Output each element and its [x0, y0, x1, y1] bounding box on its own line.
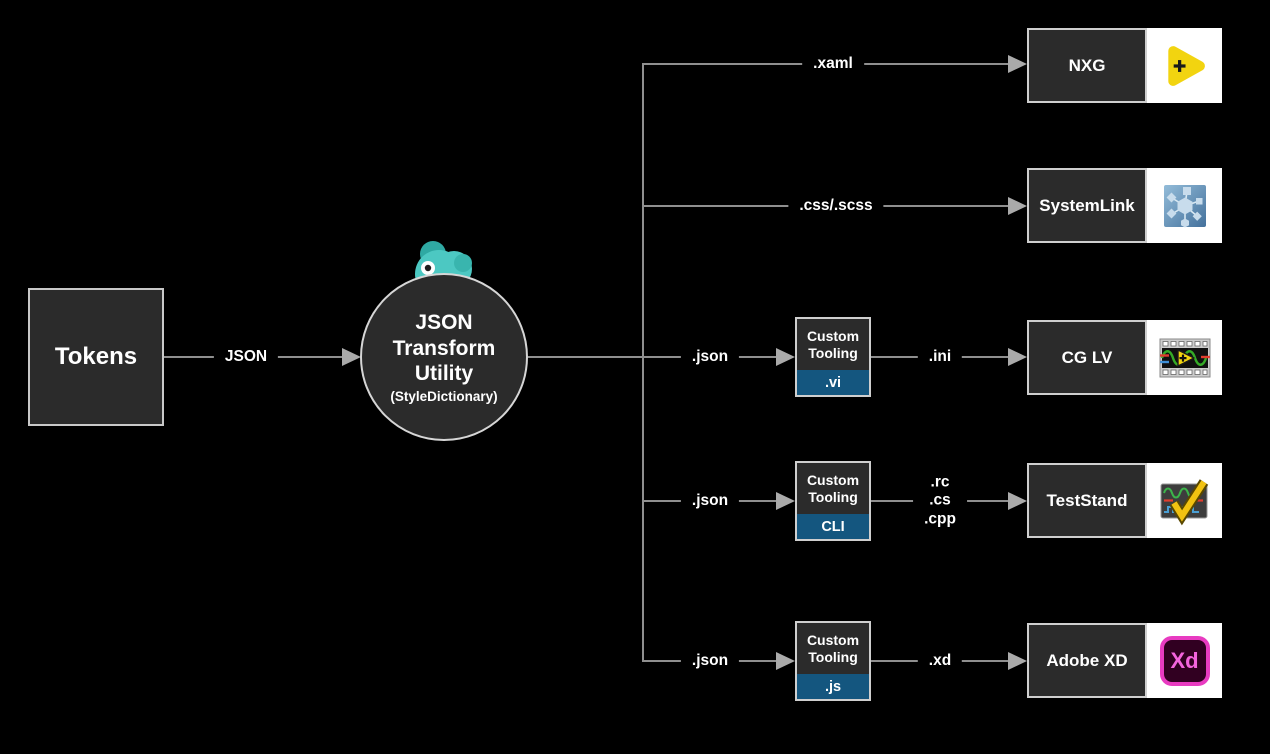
edge-label-cs: .cs — [929, 491, 951, 509]
edge-label-xaml: .xaml — [802, 53, 864, 75]
arrowhead-icon — [1008, 197, 1027, 215]
adobe-xd-logo: Xd — [1159, 635, 1210, 686]
trunk-line — [642, 63, 644, 662]
transform-title-line1: JSON — [415, 311, 473, 335]
tool-badge-cli: CLI — [797, 514, 869, 539]
custom-tooling-line1: Custom — [806, 471, 860, 488]
tool-badge-vi: .vi — [797, 370, 869, 395]
target-node-systemlink: SystemLink — [1027, 168, 1222, 243]
arrowhead-icon — [1008, 55, 1027, 73]
custom-tooling-node-vi: Custom Tooling .vi — [795, 317, 871, 397]
target-node-nxg: NXG — [1027, 28, 1222, 103]
custom-tooling-line2: Tooling — [808, 344, 858, 361]
custom-tooling-label: Custom Tooling — [797, 623, 869, 674]
adobe-xd-logo-text: Xd — [1170, 647, 1199, 673]
target-label-systemlink: SystemLink — [1027, 168, 1147, 243]
transform-title-line3: Utility — [414, 362, 474, 386]
tool-badge-js: .js — [797, 674, 869, 699]
edge-label-json-1: .json — [680, 346, 740, 368]
transform-utility-node: JSON Transform Utility (StyleDictionary) — [360, 273, 528, 441]
systemlink-icon — [1147, 168, 1222, 243]
target-label-adobe-xd: Adobe XD — [1027, 623, 1147, 698]
edge-line-transform-out — [528, 356, 644, 358]
arrowhead-icon — [1008, 348, 1027, 366]
edge-label-json-2: .json — [680, 490, 740, 512]
custom-tooling-node-js: Custom Tooling .js — [795, 621, 871, 701]
target-label-teststand: TestStand — [1027, 463, 1147, 538]
edge-label-ini: .ini — [917, 346, 963, 368]
edge-label-json-input: JSON — [213, 346, 279, 368]
transform-title-line2: Transform — [392, 336, 496, 360]
edge-label-json-3: .json — [680, 650, 740, 672]
arrowhead-icon — [776, 348, 795, 366]
custom-tooling-line2: Tooling — [808, 648, 858, 665]
labview-icon — [1147, 320, 1222, 395]
custom-tooling-line1: Custom — [806, 327, 860, 344]
arrowhead-icon — [342, 348, 361, 366]
tokens-node: Tokens — [28, 288, 164, 426]
adobe-xd-icon: Xd — [1147, 623, 1222, 698]
custom-tooling-node-cli: Custom Tooling CLI — [795, 461, 871, 541]
arrowhead-icon — [1008, 652, 1027, 670]
custom-tooling-label: Custom Tooling — [797, 463, 869, 514]
target-label-nxg: NXG — [1027, 28, 1147, 103]
arrowhead-icon — [776, 652, 795, 670]
target-node-cglv: CG LV — [1027, 320, 1222, 395]
edge-label-xd: .xd — [917, 650, 963, 672]
edge-label-cpp: .cpp — [924, 510, 956, 528]
custom-tooling-line1: Custom — [806, 631, 860, 648]
teststand-icon — [1147, 463, 1222, 538]
tokens-label: Tokens — [54, 343, 138, 370]
labview-nxg-icon — [1147, 28, 1222, 103]
target-node-teststand: TestStand — [1027, 463, 1222, 538]
target-label-cglv: CG LV — [1027, 320, 1147, 395]
edge-label-rc-cs-cpp: .rc .cs .cpp — [913, 472, 967, 530]
custom-tooling-line2: Tooling — [808, 488, 858, 505]
target-node-adobe-xd: Adobe XD Xd — [1027, 623, 1222, 698]
arrowhead-icon — [776, 492, 795, 510]
transform-subtitle: (StyleDictionary) — [390, 388, 498, 404]
edge-label-rc: .rc — [930, 473, 950, 491]
edge-label-css-scss: .css/.scss — [788, 195, 884, 217]
arrowhead-icon — [1008, 492, 1027, 510]
custom-tooling-label: Custom Tooling — [797, 319, 869, 370]
